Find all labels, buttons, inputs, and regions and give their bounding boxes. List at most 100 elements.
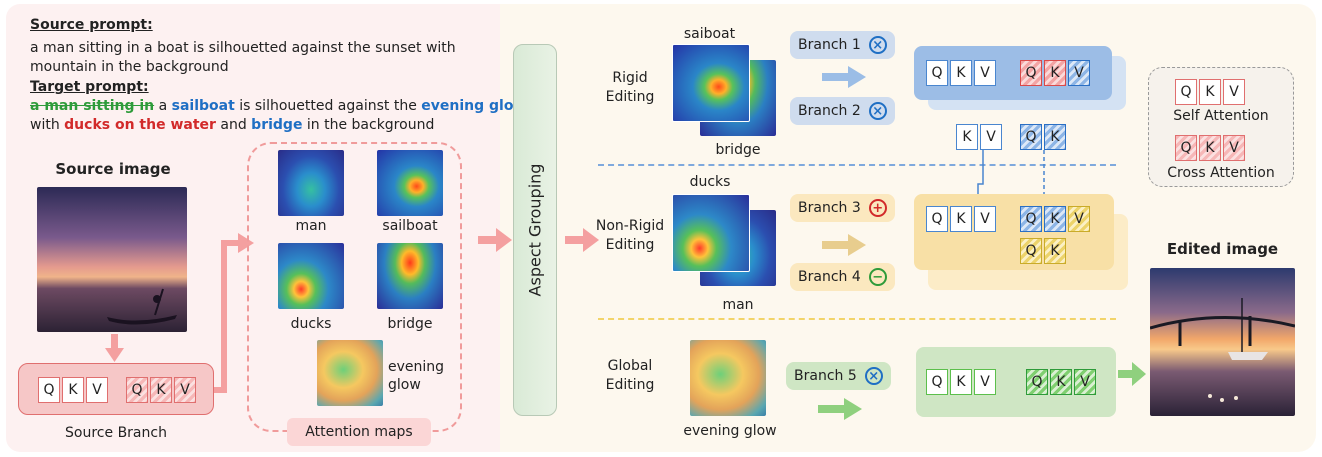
target-ducks: ducks on the water — [64, 117, 216, 133]
nonrigid-img-top-label: ducks — [689, 174, 731, 190]
branch-5: Branch 5× — [786, 362, 891, 390]
rigid-cross-qkv: Q K V — [1020, 60, 1092, 88]
target-t4: and — [215, 117, 252, 133]
target-t1: a — [154, 98, 172, 114]
multiply-icon: × — [868, 102, 887, 120]
k-cell: K — [62, 377, 84, 403]
q-cell: Q — [1020, 206, 1042, 232]
k-cell: K — [1044, 206, 1066, 232]
attn-label-bridge: bridge — [387, 316, 433, 332]
v-cell: V — [1074, 369, 1096, 395]
plus-icon: + — [868, 199, 887, 217]
legend-self-label: Self Attention — [1173, 108, 1269, 124]
attention-maps-title: Attention maps — [287, 418, 431, 446]
q-cell: Q — [926, 369, 948, 395]
k-cell: K — [150, 377, 172, 403]
q-cell: Q — [926, 206, 948, 232]
source-cross-qkv: Q K V — [126, 377, 198, 405]
legend-box — [1148, 67, 1294, 187]
attn-map-man — [278, 150, 344, 216]
q-cell: Q — [926, 60, 948, 86]
nonrigid-label-1: Non-Rigid — [595, 218, 665, 234]
v-cell: V — [980, 124, 1002, 150]
legend-self-qkv: Q K V — [1175, 79, 1247, 107]
v-cell: V — [174, 377, 196, 403]
target-strike: a man sitting in — [30, 98, 155, 114]
v-cell: V — [1223, 135, 1245, 161]
edited-image — [1149, 268, 1296, 416]
arrow-down-icon — [105, 334, 124, 362]
branch-1: Branch 1 × — [790, 31, 895, 59]
nonrigid-img-bottom-label: man — [722, 297, 754, 313]
attn-map-bridge — [377, 243, 443, 309]
target-t2: is silhouetted against the — [234, 98, 422, 114]
v-cell: V — [86, 377, 108, 403]
branch-3-label: Branch 3 — [798, 200, 861, 216]
q-cell: Q — [1020, 124, 1042, 150]
edited-image-label: Edited image — [1166, 240, 1279, 258]
source-prompt-line2: mountain in the background — [30, 59, 229, 75]
k-cell: K — [950, 206, 972, 232]
legend-cross-qkv: Q K V — [1175, 135, 1247, 163]
q-cell: Q — [1020, 60, 1042, 86]
k-cell: K — [1044, 124, 1066, 150]
rigid-label-1: Rigid — [612, 70, 648, 86]
q-cell: Q — [1026, 369, 1048, 395]
global-label-2: Editing — [605, 377, 655, 393]
k-cell: K — [1050, 369, 1072, 395]
v-cell: V — [1223, 79, 1245, 105]
branch-2: Branch 2 × — [790, 97, 895, 125]
global-img — [690, 340, 766, 416]
branch-1-label: Branch 1 — [798, 37, 861, 53]
source-self-qkv: Q K V — [38, 377, 110, 405]
target-t5: in the background — [302, 117, 435, 133]
source-prompt-line1: a man sitting in a boat is silhouetted a… — [30, 40, 456, 56]
rigid-kv-out: K V — [956, 124, 1004, 152]
branch-4: Branch 4− — [790, 263, 895, 291]
rigid-img-bottom-label: bridge — [715, 142, 761, 158]
aspect-grouping-label: Aspect Grouping — [525, 163, 545, 297]
q-cell: Q — [126, 377, 148, 403]
aspect-grouping-block — [513, 44, 557, 416]
global-label-1: Global — [607, 358, 653, 374]
global-img-label: evening glow — [683, 423, 777, 439]
attn-label-man: man — [295, 218, 327, 234]
target-prompt-line1: a man sitting in a sailboat is silhouett… — [30, 97, 526, 116]
source-image — [37, 187, 187, 332]
branch-4-label: Branch 4 — [798, 269, 861, 285]
sailboat-bridge-icon — [1149, 298, 1296, 402]
branch-2-label: Branch 2 — [798, 103, 861, 119]
arrow-right-yellow-icon — [822, 234, 866, 256]
target-prompt-heading: Target prompt: — [30, 79, 149, 95]
arrow-right-icon — [478, 228, 512, 252]
rigid-img-front — [672, 44, 750, 122]
rigid-qk-out: Q K — [1020, 124, 1068, 152]
target-bridge: bridge — [251, 117, 303, 133]
nonrigid-self-qkv: Q K V — [926, 206, 998, 234]
rigid-img-top-label: saiboat — [683, 26, 736, 42]
k-cell: K — [950, 60, 972, 86]
nonrigid-img-front — [672, 194, 750, 272]
v-cell: V — [974, 369, 996, 395]
target-sailboat: sailboat — [171, 98, 235, 114]
k-cell: K — [1044, 60, 1066, 86]
attn-label-ducks: ducks — [290, 316, 332, 332]
attn-label-glow: glow — [388, 377, 421, 393]
arrow-right-icon-2 — [565, 228, 599, 252]
arrow-right-green-icon — [818, 398, 862, 420]
q-cell: Q — [38, 377, 60, 403]
attn-map-ducks — [278, 243, 344, 309]
boat-silhouette-icon — [107, 288, 177, 325]
multiply-icon: × — [868, 36, 887, 54]
legend-cross-label: Cross Attention — [1167, 165, 1275, 181]
source-image-label: Source image — [55, 160, 171, 178]
target-prompt-line2: with ducks on the water and bridge in th… — [30, 116, 434, 135]
minus-icon: − — [868, 268, 887, 286]
v-cell: V — [1068, 60, 1090, 86]
k-cell: K — [1199, 79, 1221, 105]
q-cell: Q — [1020, 238, 1042, 264]
q-cell: Q — [1175, 79, 1197, 105]
k-cell: K — [950, 369, 972, 395]
k-cell: K — [956, 124, 978, 150]
branch-5-label: Branch 5 — [794, 368, 857, 384]
